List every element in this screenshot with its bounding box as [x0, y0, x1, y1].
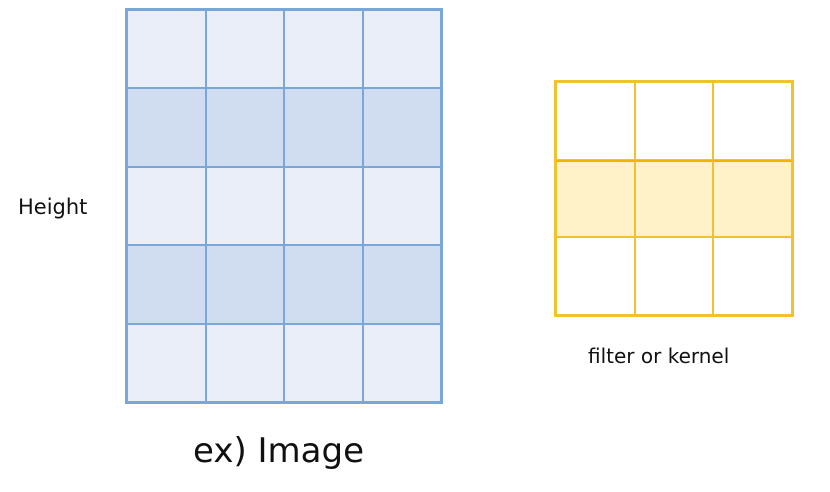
- image-cell: [127, 10, 206, 89]
- image-cell: [205, 88, 284, 167]
- image-cell: [284, 323, 363, 402]
- kernel-grid: [554, 80, 794, 317]
- image-cell: [205, 323, 284, 402]
- image-cell: [284, 245, 363, 324]
- image-cell: [362, 245, 441, 324]
- kernel-cell: [556, 237, 635, 315]
- image-cell: [127, 323, 206, 402]
- kernel-cell: [634, 82, 714, 160]
- image-cell: [362, 88, 441, 167]
- image-cell: [284, 166, 363, 246]
- image-cell: [127, 166, 206, 246]
- kernel-cell: [556, 159, 635, 238]
- height-label: Height: [18, 195, 88, 219]
- image-grid: [125, 8, 443, 404]
- image-cell: [362, 323, 441, 402]
- kernel-cell: [713, 237, 792, 315]
- kernel-cell: [556, 82, 635, 160]
- image-cell: [127, 245, 206, 324]
- image-cell: [127, 88, 206, 167]
- image-cell: [205, 166, 284, 246]
- kernel-cell: [713, 159, 792, 238]
- image-cell: [362, 10, 441, 89]
- image-caption: ex) Image: [193, 431, 364, 471]
- image-cell: [362, 166, 441, 246]
- kernel-cell: [634, 159, 714, 238]
- image-cell: [205, 10, 284, 89]
- kernel-cell: [713, 82, 792, 160]
- kernel-caption: filter or kernel: [588, 344, 730, 368]
- image-cell: [284, 10, 363, 89]
- image-cell: [205, 245, 284, 324]
- image-cell: [284, 88, 363, 167]
- kernel-cell: [634, 237, 714, 315]
